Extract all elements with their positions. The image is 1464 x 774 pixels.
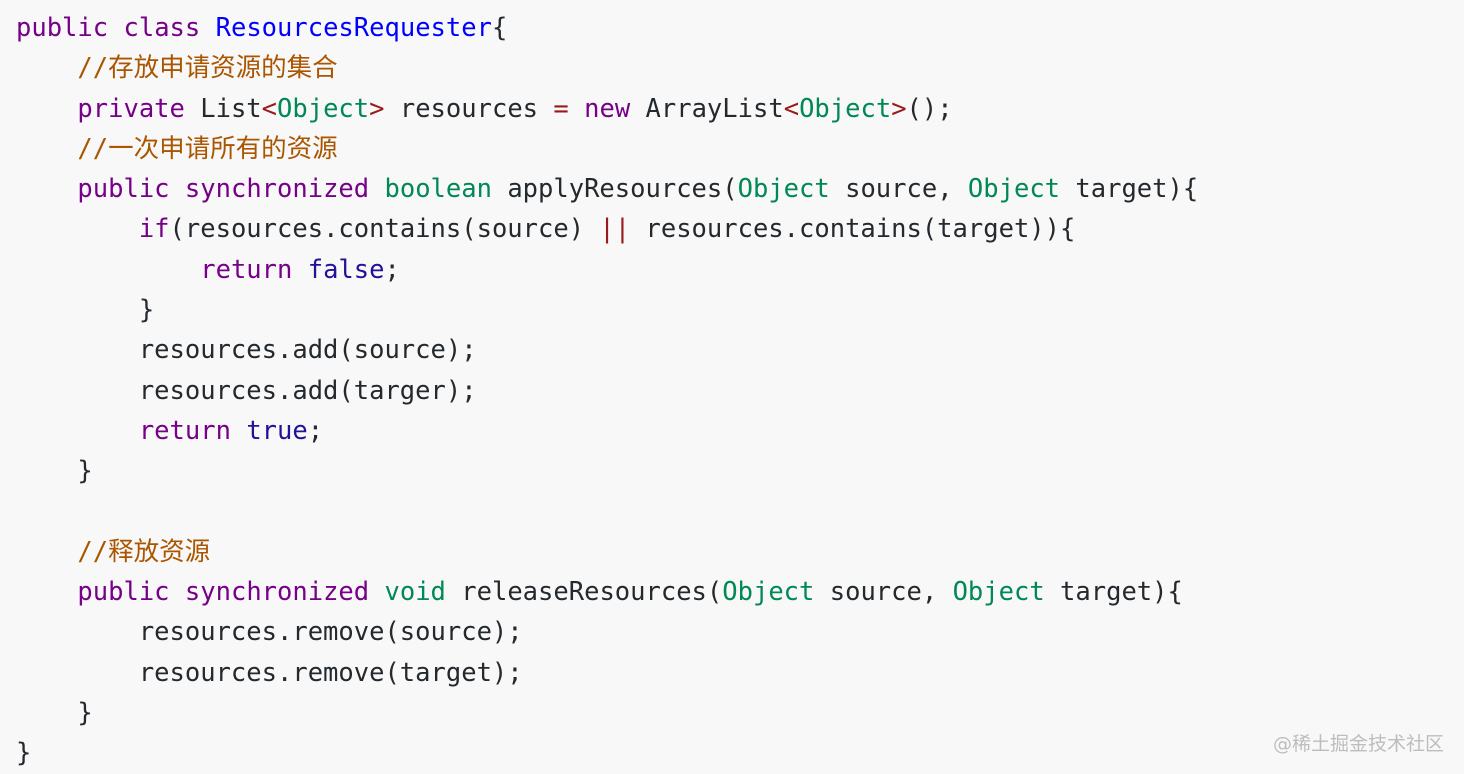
code-token: source, [814,577,953,608]
code-token [16,214,139,244]
code-token [16,537,77,567]
code-line: return true; [16,411,1436,451]
code-token: } [16,738,32,769]
code-token: < [261,93,278,124]
code-token [16,577,77,607]
code-token: false [307,254,385,285]
code-token: } [16,456,93,487]
code-line: public synchronized void releaseResource… [16,572,1436,612]
code-token: releaseResources( [445,577,723,608]
code-token [170,174,185,204]
code-line: public synchronized boolean applyResourc… [16,169,1436,209]
code-token [108,13,123,43]
code-token: resources.remove(source); [16,617,523,648]
code-token: (); [906,93,953,124]
code-token: Object [967,174,1061,205]
code-token [292,255,307,285]
code-token [200,13,215,43]
code-token: if [138,214,170,245]
code-token: return [138,415,231,446]
code-token: return [200,254,293,285]
code-block: public class ResourcesRequester{ //存放申请资… [16,8,1436,768]
code-token: boolean [384,174,492,205]
code-line: resources.remove(source); [16,612,1436,652]
code-line: //释放资源 [16,532,1436,572]
code-token: //释放资源 [77,536,211,567]
code-token: Object [799,93,892,124]
code-token: > [891,93,907,124]
code-token: synchronized [184,577,370,608]
code-token: resources [384,93,554,124]
code-token: class [123,13,201,43]
code-line: public class ResourcesRequester{ [16,8,1436,48]
code-token: source, [829,174,968,205]
code-token [16,255,200,285]
code-token: applyResources( [491,174,738,205]
code-line: //一次申请所有的资源 [16,129,1436,169]
code-line: } [16,733,1436,773]
code-token [16,416,139,446]
code-token: ResourcesRequester [215,13,492,43]
code-line: private List<Object> resources = new Arr… [16,89,1436,129]
code-line: resources.add(source); [16,330,1436,370]
code-token: resources.contains(target)){ [630,214,1076,245]
code-token: target){ [1060,174,1199,205]
code-token [16,134,77,164]
code-token: resources.add(targer); [16,375,477,406]
code-token: List [184,93,262,124]
code-token: true [246,415,308,446]
code-token [16,174,77,204]
code-token [569,94,584,124]
code-token: Object [722,577,815,608]
code-token: synchronized [184,174,370,205]
code-line: return false; [16,250,1436,290]
code-token: (resources.contains(source) [169,214,600,245]
code-token: ; [307,415,324,446]
code-token [369,174,384,204]
code-token: //存放申请资源的集合 [77,53,338,84]
code-token: void [384,577,446,608]
code-line: } [16,290,1436,330]
code-token: Object [952,577,1045,608]
code-token [16,94,77,124]
code-token: //一次申请所有的资源 [77,133,338,164]
code-line: } [16,451,1436,491]
code-token: Object [737,174,830,205]
code-line: resources.remove(target); [16,653,1436,693]
code-token: ; [384,254,400,285]
code-token: > [369,93,385,124]
code-token: Object [277,93,370,124]
code-token: public [77,577,170,608]
code-token: target){ [1044,577,1183,608]
code-token: resources.remove(target); [16,657,523,688]
code-token: new [584,93,631,124]
code-token: = [553,93,569,124]
code-line [16,492,1436,532]
code-token [369,577,384,607]
code-line: } [16,693,1436,733]
code-token: { [491,13,508,43]
code-token [170,577,185,607]
code-token: < [783,93,800,124]
code-token: resources.add(source); [16,335,477,366]
code-token: public [77,174,170,205]
code-token: } [16,295,155,326]
code-token: ArrayList [630,93,784,124]
code-line: if(resources.contains(source) || resourc… [16,209,1436,249]
watermark: @稀土掘金技术社区 [1272,733,1444,755]
code-token: private [77,93,185,124]
code-token [16,53,77,83]
code-token: public [16,13,109,43]
code-line: //存放申请资源的集合 [16,48,1436,88]
code-token [231,416,246,446]
code-token: } [16,698,93,729]
code-line: resources.add(targer); [16,371,1436,411]
code-token: || [599,214,631,245]
